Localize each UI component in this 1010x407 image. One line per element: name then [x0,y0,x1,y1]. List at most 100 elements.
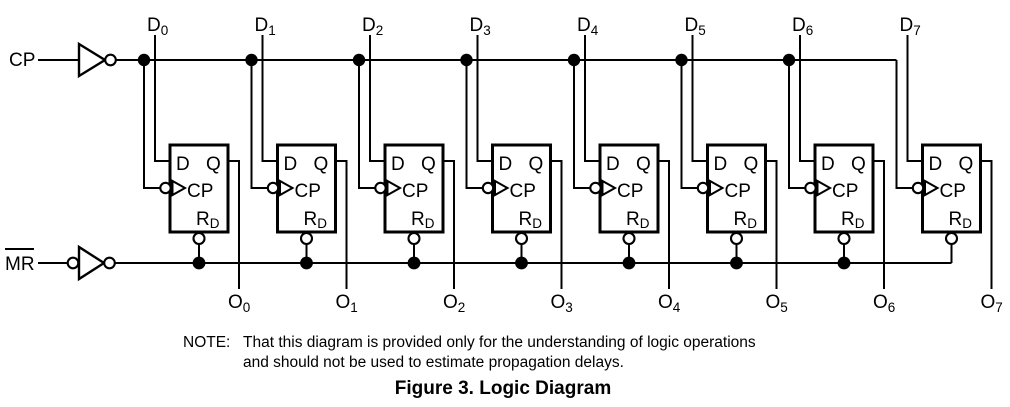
clock-inversion-bubble [481,181,495,195]
wire-clock-input [250,60,269,189]
wire-data-input [369,35,384,162]
clock-inversion-bubble [266,181,280,195]
label-subscript: 5 [698,23,706,38]
clock-junction-dot [352,53,366,67]
output-label: O0 [228,292,250,315]
reset-junction-dot [192,256,206,270]
label-subscript: D [425,216,435,231]
note-section: NOTE: That this diagram is provided only… [183,334,756,371]
pin-rd-label: RD [304,209,328,231]
wire-data-input [691,35,707,162]
label-subscript: 3 [565,300,573,315]
wire-data-input [476,35,492,162]
pin-d-label: D [606,154,620,175]
label-subscript: 4 [673,300,681,315]
wire-clock-input [143,60,161,189]
data-input-label: D1 [255,15,276,38]
pin-rd-label: RD [841,209,865,231]
pin-rd-label: RD [734,209,758,231]
wire-data-input [906,35,922,162]
wire-clock-input [788,60,806,189]
label-base: O [981,292,996,313]
note-line1: That this diagram is provided only for t… [243,334,756,351]
output-label: O4 [658,292,681,315]
reset-bubble [837,231,851,246]
pin-rd-label: RD [411,209,435,231]
wire-clock-input [895,60,914,189]
wire-data-input [584,35,599,162]
pin-q-label: Q [744,154,759,175]
clock-edge-triangle [171,179,188,197]
cp-inverter-bubble [104,53,117,67]
label-base: D [792,15,806,36]
clock-inversion-bubble [804,181,817,195]
wire-q-output [335,160,348,289]
clock-edge-triangle [494,179,510,197]
wire-data-input [799,35,814,162]
pin-d-label: D [929,154,943,175]
label-base: D [900,15,914,36]
mr-buffer-input-bubble [66,256,80,270]
reset-junction-dot [622,256,636,270]
data-input-label: D7 [900,15,921,38]
label-subscript: 7 [995,300,1003,315]
label-subscript: 1 [268,23,276,38]
flipflop-cell: D6 O6 D Q CP RD [782,15,895,315]
label-subscript: D [855,216,865,231]
pin-q-label: Q [314,154,329,175]
label-subscript: D [640,216,650,231]
pin-q-label: Q [959,154,974,175]
wire-q-output [980,160,993,289]
label-base: R [734,209,748,230]
clock-inversion-bubble [911,181,925,195]
reset-junction-dot [730,256,743,270]
flipflop-cell: D1 O1 D Q CP RD [245,15,358,315]
label-base: D [577,15,591,36]
data-input-label: D6 [792,15,813,38]
label-base: D [147,15,161,36]
wire-q-output [228,160,240,289]
output-label: O6 [873,292,895,315]
reset-bubble [299,231,314,246]
label-base: R [949,209,963,230]
reset-junction-dot [515,256,528,270]
data-input-label: D5 [685,15,706,38]
wire-q-output [443,160,455,289]
data-input-label: D2 [362,15,383,38]
label-subscript: D [747,216,757,231]
reset-bubble [622,231,636,246]
label-base: R [304,209,318,230]
label-base: O [551,292,566,313]
clock-junction-dot [245,53,258,67]
clock-edge-triangle [279,179,295,197]
pin-d-label: D [714,154,728,175]
label-subscript: 6 [888,300,896,315]
wire-data-input [261,35,277,162]
pin-d-label: D [176,154,190,175]
clock-junction-dot [460,53,473,67]
figure-caption: Figure 3. Logic Diagram [395,378,611,399]
label-base: D [362,15,376,36]
label-subscript: 3 [483,23,491,38]
output-label: O7 [981,292,1003,315]
mr-buffer-triangle [77,244,107,282]
data-input-label: D4 [577,15,599,38]
flipflop-cell: D0 O0 D Q CP RD [137,15,250,315]
clock-junction-dot [782,53,796,67]
data-input-label: D3 [470,15,491,38]
label-base: O [658,292,673,313]
label-base: D [470,15,484,36]
label-base: R [626,209,640,230]
mr-input-label: MR [5,254,35,275]
wire-clock-input [358,60,376,189]
pin-q-label: Q [636,154,651,175]
output-label: O1 [336,292,358,315]
pin-cp-label: CP [832,181,858,202]
reset-junction-dot [300,256,313,270]
pin-cp-label: CP [402,181,428,202]
clock-edge-triangle [386,179,403,197]
clock-edge-triangle [924,179,940,197]
clock-inversion-bubble [696,181,710,195]
clock-edge-triangle [709,179,725,197]
